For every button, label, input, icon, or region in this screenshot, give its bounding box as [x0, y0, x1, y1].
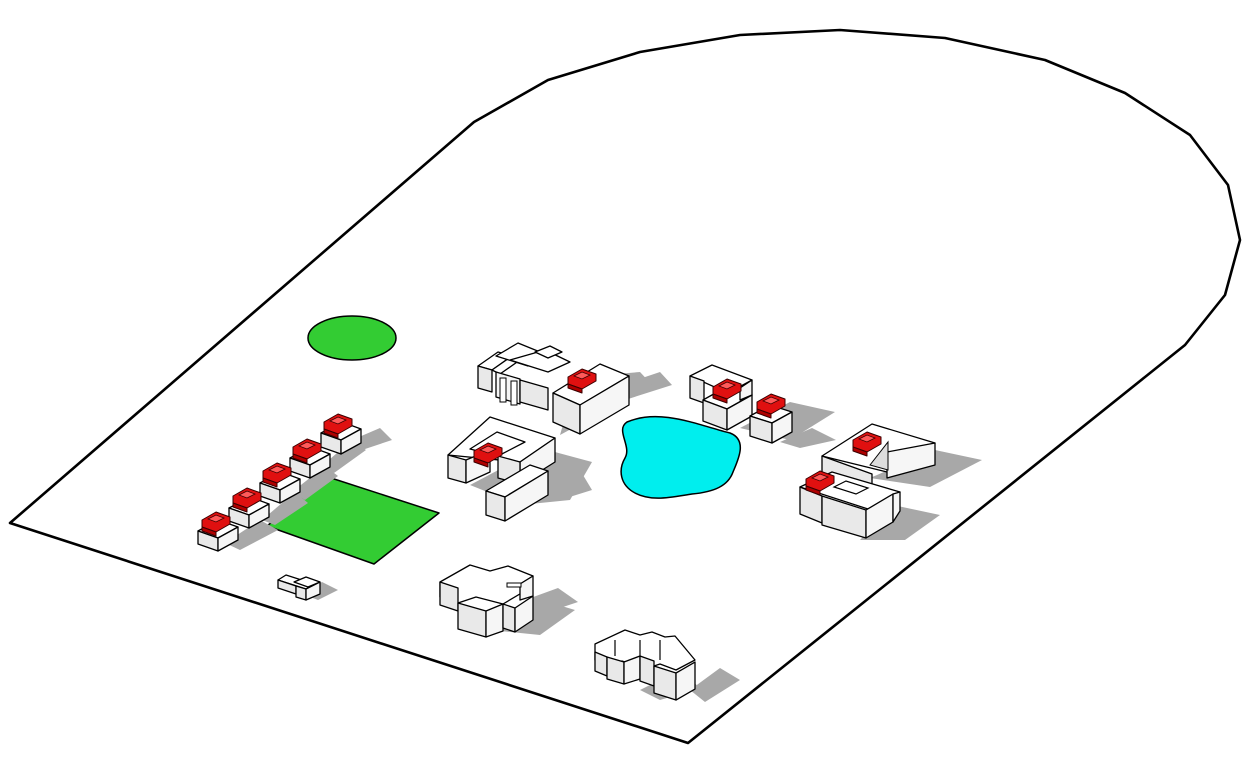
- vehicle: [567, 368, 597, 394]
- vehicle: [292, 438, 322, 464]
- vehicle: [756, 393, 786, 419]
- vehicle: [473, 442, 503, 468]
- small-kiosk: [277, 574, 338, 601]
- green-ellipse: [307, 315, 397, 361]
- cross-block-north: [477, 342, 672, 435]
- vehicle: [323, 413, 353, 439]
- comb-block-south: [594, 629, 740, 702]
- cyan-pond: [620, 415, 741, 499]
- u-block-center: [447, 416, 592, 522]
- vehicles: [201, 368, 882, 537]
- vehicle: [805, 470, 835, 496]
- vehicle: [232, 487, 262, 513]
- vehicle: [262, 462, 292, 488]
- vehicle: [852, 431, 882, 457]
- cross-block-south: [439, 564, 578, 638]
- vehicle: [712, 378, 742, 404]
- vehicle: [201, 511, 231, 537]
